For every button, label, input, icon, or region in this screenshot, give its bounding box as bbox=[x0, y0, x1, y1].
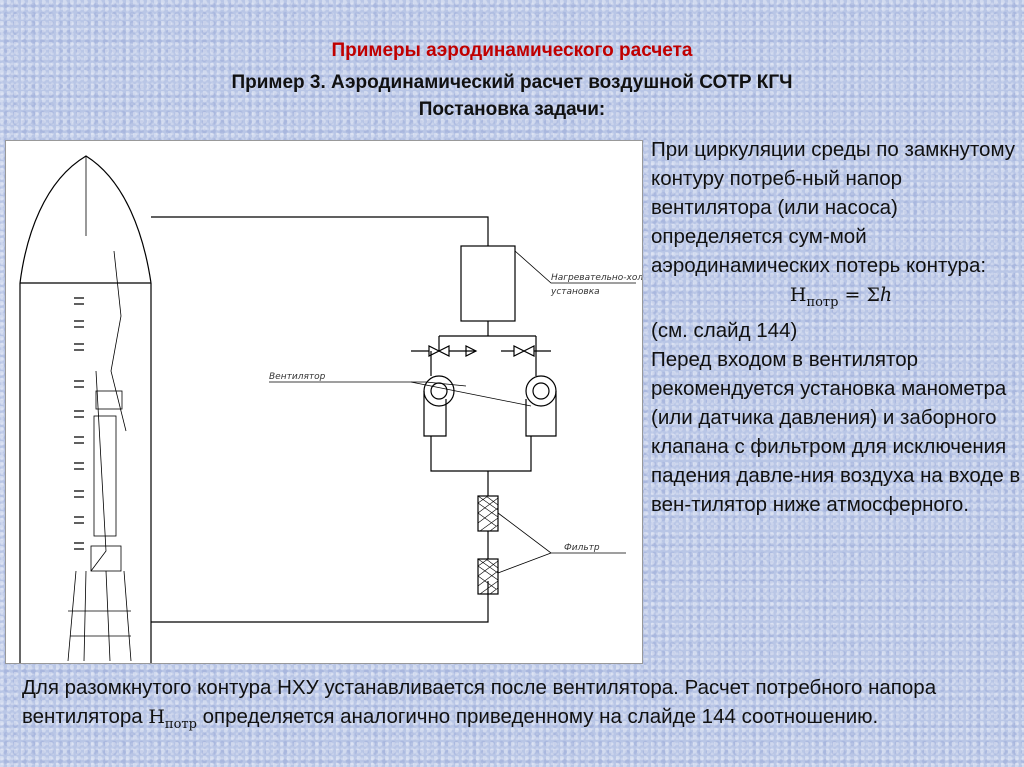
fan-label: Вентилятор bbox=[269, 372, 326, 382]
circulation-loop bbox=[151, 216, 557, 623]
heater-unit bbox=[460, 245, 516, 322]
explanation-para1: При циркуляции среды по замкнутому конту… bbox=[651, 138, 1016, 277]
heater-label-line1: Нагревательно-хол. bbox=[551, 273, 642, 283]
section-heading: Постановка задачи: bbox=[418, 99, 606, 120]
schematic-figure: Нагревательно-хол. установка Вентилятор … bbox=[5, 140, 643, 664]
valve-right bbox=[513, 345, 535, 357]
slide-title: Примеры аэродинамического расчета bbox=[331, 40, 693, 61]
heater-label-line2: установка bbox=[550, 287, 600, 297]
bottom-note: Для разомкнутого контура НХУ устанавлива… bbox=[22, 676, 937, 732]
required-head-formula: Нпотр = Σℎ bbox=[789, 283, 893, 310]
head-symbol: Нпотр bbox=[148, 706, 197, 732]
capsule-internals bbox=[67, 156, 132, 662]
fan-left bbox=[423, 375, 455, 407]
explanation-para2: (см. слайд 144) bbox=[651, 319, 798, 343]
filter-label: Фильтр bbox=[564, 543, 600, 553]
label-leaders bbox=[269, 250, 636, 574]
explanation-text: При циркуляции среды по замкнутому конту… bbox=[651, 136, 1021, 520]
slide-subtitle: Пример 3. Аэродинамический расчет воздуш… bbox=[231, 72, 793, 93]
cooling-system-schematic: Нагревательно-хол. установка Вентилятор … bbox=[19, 155, 642, 663]
fan-right bbox=[525, 375, 557, 407]
frame-markers bbox=[74, 297, 84, 550]
explanation-para3: Перед входом в вентилятор рекомендуется … bbox=[651, 348, 1021, 516]
